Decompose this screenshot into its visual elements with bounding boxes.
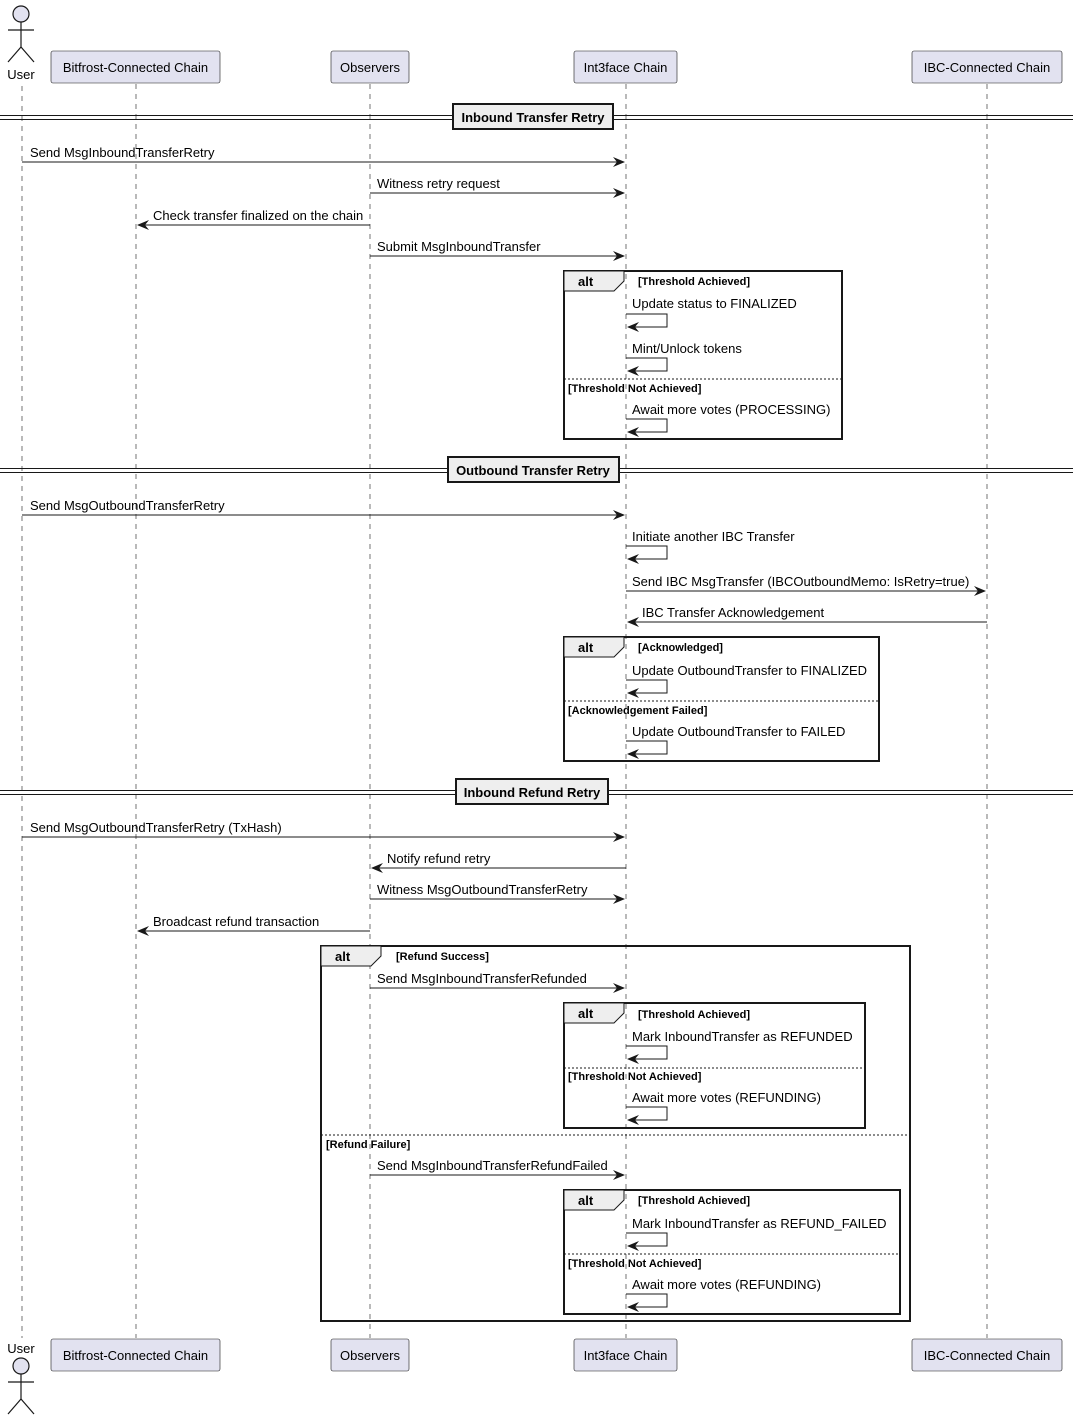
user-actor-top xyxy=(7,5,35,63)
message-label: Update OutboundTransfer to FINALIZED xyxy=(632,663,867,678)
participant-user-top-label: User xyxy=(7,67,35,82)
user-actor-bottom xyxy=(7,1357,35,1415)
self-arrow xyxy=(626,1293,668,1312)
message-label: Initiate another IBC Transfer xyxy=(632,529,795,544)
alt-guard: [Threshold Achieved] xyxy=(638,276,750,288)
alt-guard: [Threshold Not Achieved] xyxy=(568,383,702,395)
alt-keyword: alt xyxy=(578,1006,594,1021)
message-label: Update OutboundTransfer to FAILED xyxy=(632,724,845,739)
message-label: Send IBC MsgTransfer (IBCOutboundMemo: I… xyxy=(632,574,969,589)
section-title: Inbound Refund Retry xyxy=(464,785,601,800)
alt-guard: [Threshold Not Achieved] xyxy=(568,1258,702,1270)
self-messages xyxy=(626,1232,668,1312)
alt-fragment: alt [Threshold Achieved] [Threshold Not … xyxy=(563,1002,866,1129)
self-arrow xyxy=(626,740,668,759)
message-label: IBC Transfer Acknowledgement xyxy=(642,605,824,620)
message-label: Send MsgInboundTransferRefunded xyxy=(377,971,587,986)
participant-int3face-top xyxy=(573,50,678,84)
message-label: Update status to FINALIZED xyxy=(632,296,797,311)
participant-observers-bottom xyxy=(330,1338,410,1372)
participant-ibc-top xyxy=(911,50,1063,84)
participant-int3face-top-label: Int3face Chain xyxy=(584,60,668,75)
messages-inbound xyxy=(22,157,625,261)
participants-bottom: User Bitfrost-Connected Chain Observers … xyxy=(7,1338,1063,1415)
message-label: Notify refund retry xyxy=(387,851,491,866)
alt-guard: [Acknowledged] xyxy=(638,642,723,654)
message-label: Send MsgOutboundTransferRetry (TxHash) xyxy=(30,820,282,835)
section-divider-box xyxy=(452,103,614,130)
alt-guard: [Threshold Not Achieved] xyxy=(568,1071,702,1083)
self-arrow xyxy=(626,679,668,698)
participant-bitfrost-bottom-label: Bitfrost-Connected Chain xyxy=(63,1348,208,1363)
alt-fragment-outer: alt [Refund Success] [Refund Failure] xyxy=(320,945,911,1322)
self-messages xyxy=(626,313,668,437)
participant-bitfrost-top xyxy=(50,50,221,84)
message-label: Broadcast refund transaction xyxy=(153,914,319,929)
message-label: Mark InboundTransfer as REFUNDED xyxy=(632,1029,853,1044)
message-label: Await more votes (REFUNDING) xyxy=(632,1277,821,1292)
alt-guard: [Threshold Achieved] xyxy=(638,1195,750,1207)
alt-keyword: alt xyxy=(578,1193,594,1208)
participant-ibc-bottom xyxy=(911,1338,1063,1372)
participant-bitfrost-top-label: Bitfrost-Connected Chain xyxy=(63,60,208,75)
participant-observers-top xyxy=(330,50,410,84)
self-arrow xyxy=(626,1106,668,1125)
alt-fragment: alt [Acknowledged] [Acknowledgement Fail… xyxy=(563,636,880,762)
user-actor-head-icon xyxy=(12,5,30,23)
message-label: Mark InboundTransfer as REFUND_FAILED xyxy=(632,1216,887,1231)
messages-refund xyxy=(22,832,626,936)
section-divider-box xyxy=(447,456,620,483)
self-messages xyxy=(626,1045,668,1125)
participants-top: User Bitfrost-Connected Chain Observers … xyxy=(7,5,1063,84)
participant-observers-top-label: Observers xyxy=(340,60,400,75)
alt-fragment: alt [Threshold Achieved] [Threshold Not … xyxy=(563,1189,901,1315)
self-arrow xyxy=(626,313,668,332)
self-arrow xyxy=(626,418,668,437)
alt-keyword: alt xyxy=(578,640,594,655)
message-label: Mint/Unlock tokens xyxy=(632,341,742,356)
self-messages xyxy=(626,679,668,759)
alt-guard: [Acknowledgement Failed] xyxy=(568,705,708,717)
message-label: Witness retry request xyxy=(377,176,500,191)
message-label: Send MsgInboundTransferRefundFailed xyxy=(377,1158,608,1173)
participant-bitfrost-bottom xyxy=(50,1338,221,1372)
messages-outbound xyxy=(22,510,987,627)
alt-keyword: alt xyxy=(578,274,594,289)
section-title: Inbound Transfer Retry xyxy=(461,110,605,125)
section-divider-box xyxy=(455,778,609,805)
self-arrow xyxy=(626,357,668,376)
user-actor-head-icon xyxy=(12,1357,30,1375)
self-arrow xyxy=(626,1045,668,1064)
section-outbound-transfer-retry: Outbound Transfer Retry xyxy=(0,456,1073,483)
participant-int3face-bottom-label: Int3face Chain xyxy=(584,1348,668,1363)
participant-observers-bottom-label: Observers xyxy=(340,1348,400,1363)
alt-guard: [Threshold Achieved] xyxy=(638,1009,750,1021)
messages-refund-outcomes xyxy=(370,983,625,1180)
message-label: Witness MsgOutboundTransferRetry xyxy=(377,882,588,897)
message-label: Await more votes (PROCESSING) xyxy=(632,402,830,417)
alt-guard: [Refund Failure] xyxy=(326,1139,411,1151)
alt-keyword: alt xyxy=(335,949,351,964)
participant-int3face-bottom xyxy=(573,1338,678,1372)
self-arrow xyxy=(626,1232,668,1251)
section-inbound-refund-retry: Inbound Refund Retry xyxy=(0,778,1073,805)
alt-guard: [Refund Success] xyxy=(396,951,489,963)
message-label: Await more votes (REFUNDING) xyxy=(632,1090,821,1105)
message-label: Send MsgOutboundTransferRetry xyxy=(30,498,225,513)
self-arrow xyxy=(626,545,668,564)
message-label: Check transfer finalized on the chain xyxy=(153,208,363,223)
participant-ibc-bottom-label: IBC-Connected Chain xyxy=(924,1348,1050,1363)
participant-user-bottom-label: User xyxy=(7,1341,35,1356)
section-title: Outbound Transfer Retry xyxy=(456,463,611,478)
message-label: Submit MsgInboundTransfer xyxy=(377,239,541,254)
alt-fragment: alt [Threshold Achieved] [Threshold Not … xyxy=(563,270,843,440)
participant-ibc-top-label: IBC-Connected Chain xyxy=(924,60,1050,75)
message-label: Send MsgInboundTransferRetry xyxy=(30,145,215,160)
section-inbound-transfer-retry: Inbound Transfer Retry xyxy=(0,103,1073,130)
